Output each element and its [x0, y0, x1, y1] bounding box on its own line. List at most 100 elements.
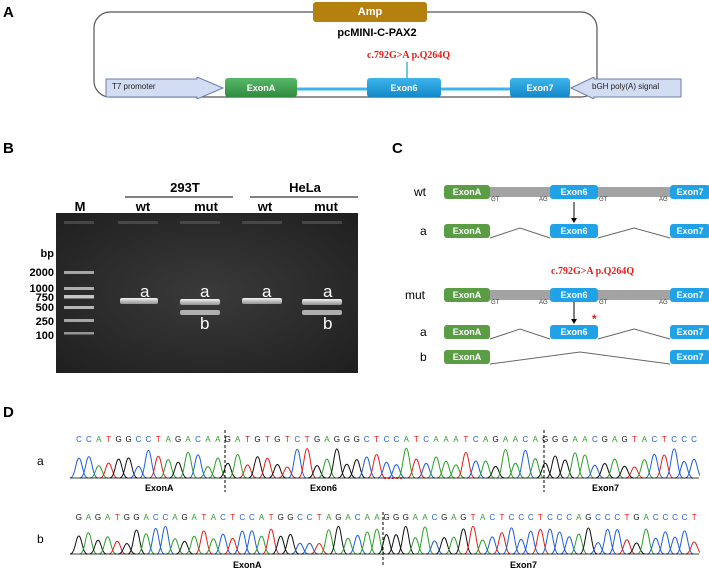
trace-peak	[223, 537, 242, 555]
trace-peak	[555, 459, 575, 479]
base-call: C	[394, 435, 400, 444]
bp-axis-title: bp	[40, 248, 54, 260]
base-call: C	[605, 513, 611, 522]
base-call: A	[143, 513, 149, 522]
mut-exon-6: Exon6	[550, 288, 598, 302]
trace-peak	[560, 536, 579, 555]
lane-label-293t-mut: mut	[194, 199, 218, 214]
base-call: C	[153, 513, 159, 522]
bp-1000: 1000	[29, 283, 54, 295]
trace-peak	[70, 457, 89, 479]
trace-peak	[589, 542, 607, 555]
trace-peak	[208, 457, 227, 479]
base-call: C	[518, 513, 524, 522]
wt-ag-1: AG	[539, 197, 548, 203]
mut-gt-2: GT	[599, 300, 608, 306]
trace-peak	[291, 542, 309, 555]
wt-exon-a: ExonA	[444, 185, 490, 199]
base-call: A	[86, 513, 92, 522]
base-call: T	[285, 435, 290, 444]
trace-peak	[483, 536, 502, 555]
splice-lines-wt	[489, 202, 671, 239]
base-call: G	[602, 435, 608, 444]
base-call: G	[403, 513, 409, 522]
base-call: G	[254, 435, 260, 444]
mut-a-exon-6: Exon6	[550, 325, 598, 339]
mut-b-exon-a: ExonA	[444, 350, 490, 364]
gel-band-b-293t-mut: b	[200, 314, 210, 333]
base-call: G	[441, 513, 447, 522]
mutation-star: *	[592, 312, 597, 326]
base-call: T	[265, 435, 270, 444]
trace-peak	[531, 528, 550, 555]
trace-peak	[625, 466, 644, 479]
trace-peak	[598, 528, 617, 555]
trace-peak	[454, 528, 473, 555]
trace-peak	[198, 465, 217, 479]
base-call: G	[278, 513, 284, 522]
trace-peak	[675, 530, 694, 555]
base-call: G	[562, 435, 568, 444]
trace-peak	[656, 531, 675, 555]
base-call: C	[682, 513, 688, 522]
base-call: T	[106, 435, 111, 444]
trace-peak	[271, 535, 290, 555]
base-call: G	[95, 513, 101, 522]
trace-peak	[233, 530, 252, 555]
mut-exon-7: Exon7	[670, 288, 709, 302]
base-call: C	[297, 513, 303, 522]
trace-peak	[637, 528, 656, 555]
base-call: A	[374, 513, 380, 522]
trace-peak	[397, 447, 416, 479]
trace-peak	[327, 448, 347, 479]
base-call: A	[642, 435, 648, 444]
trace-peak	[377, 534, 396, 555]
base-call: C	[76, 435, 82, 444]
base-call: C	[681, 435, 687, 444]
base-call: A	[483, 435, 489, 444]
plasmid-name: pcMINI-C-PAX2	[337, 27, 417, 39]
trace-peak	[435, 537, 454, 555]
trace-peak	[506, 462, 525, 479]
trace-peak	[664, 448, 684, 479]
trace-peak	[149, 455, 168, 479]
splice-row-mut-label: mut	[405, 288, 426, 302]
trace-peak	[127, 529, 146, 555]
trace-peak	[685, 541, 700, 555]
bp-250: 250	[35, 316, 54, 328]
gel-band-a-293t-mut: a	[200, 282, 210, 301]
trace-peak	[486, 465, 505, 479]
base-call: C	[672, 513, 678, 522]
base-call: C	[691, 435, 697, 444]
base-call: A	[166, 435, 172, 444]
wt-gt-2: GT	[599, 197, 608, 203]
base-call: A	[480, 513, 486, 522]
trace-peak	[579, 527, 598, 555]
base-call: A	[96, 435, 102, 444]
base-call: T	[201, 513, 206, 522]
base-call: C	[614, 513, 620, 522]
mut-b-exon-7: Exon7	[670, 350, 709, 364]
seq-a-exon-a: ExonA	[145, 483, 174, 493]
base-call: C	[522, 435, 528, 444]
wt-exon-7: Exon7	[670, 185, 709, 199]
cell-line-293t: 293T	[170, 180, 200, 195]
lane-label-hela-wt: wt	[257, 199, 273, 214]
base-call: C	[509, 513, 515, 522]
trace-peak	[194, 530, 213, 555]
trace-peak	[425, 540, 444, 555]
trace-peak	[595, 463, 614, 479]
splice-lines-mut	[489, 302, 671, 365]
trace-peak	[118, 543, 136, 555]
base-call: G	[383, 513, 389, 522]
base-call: A	[215, 435, 221, 444]
base-call: T	[692, 513, 697, 522]
base-call: G	[175, 435, 181, 444]
panel-label-c: C	[392, 140, 403, 157]
gel-image	[56, 213, 358, 373]
base-call: A	[404, 435, 410, 444]
base-call: G	[393, 513, 399, 522]
base-call: T	[414, 435, 419, 444]
trace-peak	[496, 448, 515, 479]
